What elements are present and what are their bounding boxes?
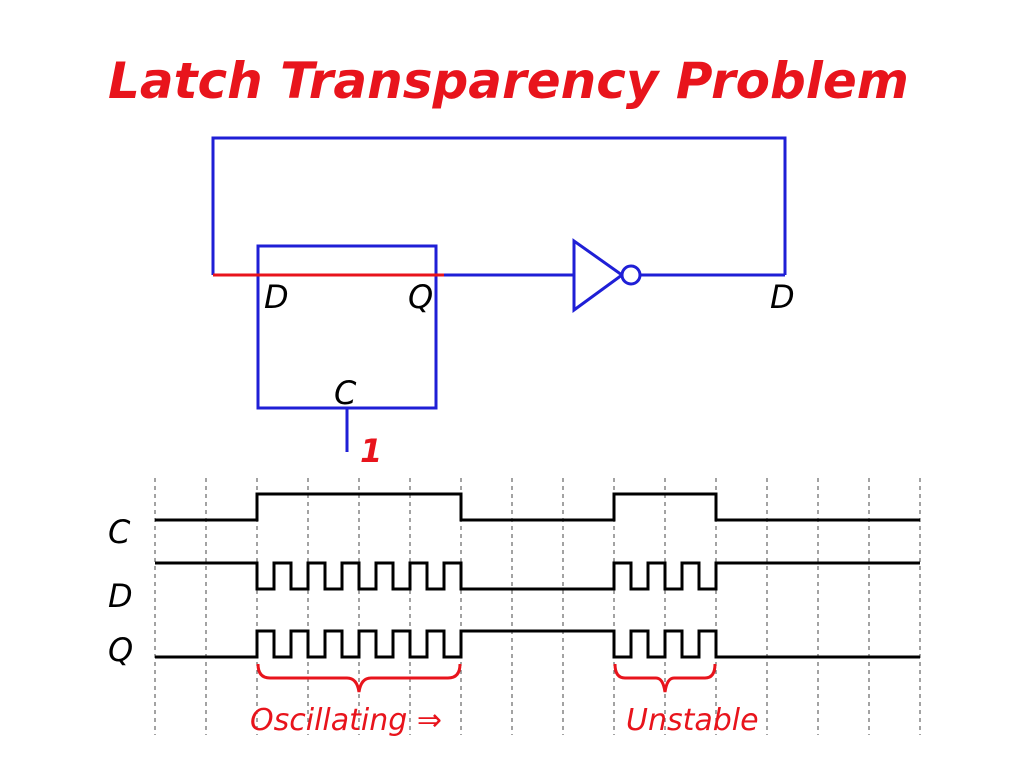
inverter-output-label: D — [770, 278, 795, 316]
oscillating-brace — [256, 663, 462, 693]
timing-diagram: C D Q Oscillating ⇒ Unstable — [108, 478, 921, 738]
signal-label-c: C — [108, 513, 131, 551]
oscillating-annotation: Oscillating ⇒ — [250, 703, 442, 738]
waveform-c — [155, 492, 920, 522]
inverter-bubble — [620, 264, 642, 286]
signal-label-q: Q — [108, 631, 133, 669]
feedback-wire — [211, 136, 787, 275]
waveform-q — [155, 629, 920, 659]
page-title: Latch Transparency Problem — [108, 52, 909, 110]
c-input-value: 1 — [360, 432, 382, 470]
latch-circuit: D Q C 1 D — [211, 136, 795, 470]
inverter-gate — [572, 238, 625, 313]
latch-q-label: Q — [408, 278, 433, 316]
signal-label-d: D — [108, 577, 133, 615]
waveform-d — [155, 561, 920, 591]
unstable-annotation: Unstable — [626, 703, 759, 738]
timing-grid — [154, 478, 921, 735]
unstable-brace — [613, 663, 717, 693]
latch-c-label: C — [334, 374, 357, 412]
latch-d-label: D — [264, 278, 289, 316]
